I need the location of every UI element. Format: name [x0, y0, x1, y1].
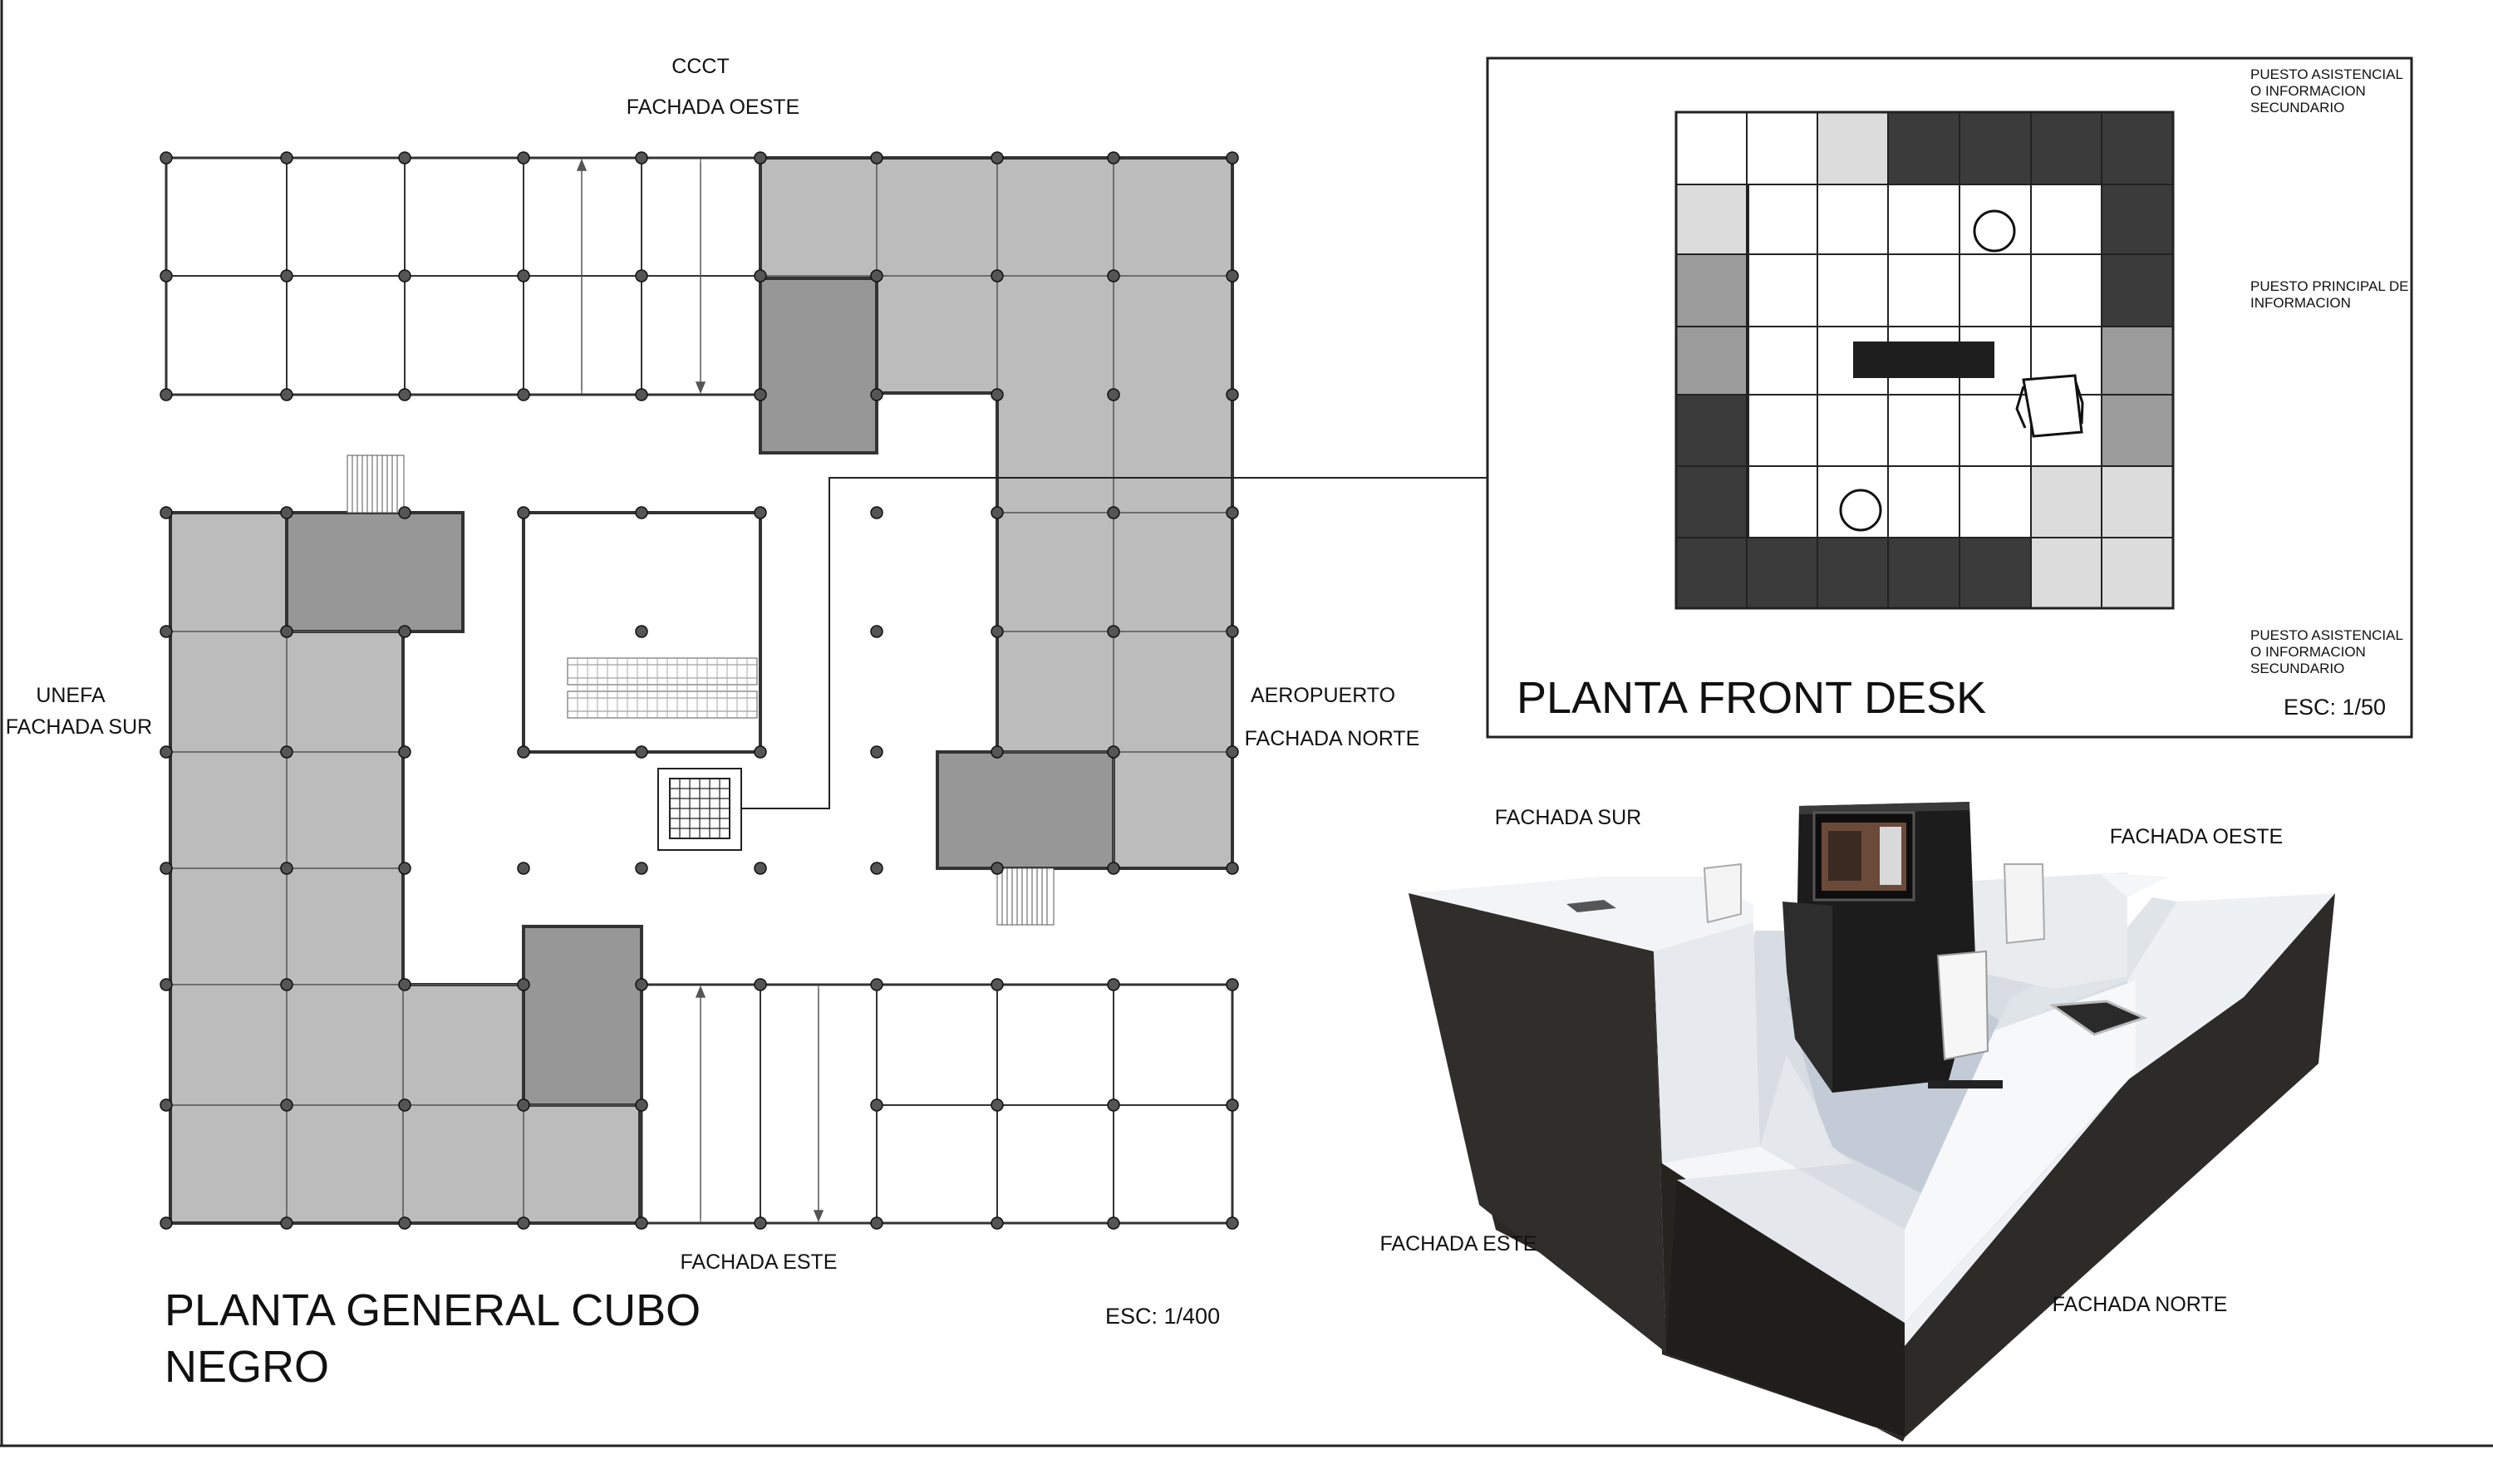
counter-left-light: [1676, 184, 1748, 254]
note-bottom-line3: SECUNDARIO: [2250, 661, 2344, 676]
general-plan-scale: ESC: 1/400: [1105, 1304, 1220, 1329]
counter-left-mid: [1676, 254, 1748, 395]
stairs-north: [347, 455, 405, 514]
render-tv-figure: [1828, 831, 1861, 881]
render-label-oeste: FACHADA OESTE: [2110, 825, 2283, 848]
core-block-3: [936, 750, 1115, 870]
core-block-4: [522, 925, 643, 1107]
stool-bottom: [1839, 489, 1882, 532]
render-label-este: FACHADA ESTE: [1380, 1232, 1537, 1256]
counter-right-dark: [2102, 112, 2173, 327]
render-tower-top: [1799, 802, 1969, 814]
render-basin: [2048, 1000, 2148, 1036]
counter-bottom-dark: [1676, 538, 2031, 608]
ramp-arrows: [576, 159, 824, 1222]
label-ccct: CCCT: [671, 55, 729, 78]
label-unefa: UNEFA: [36, 684, 106, 707]
render-back-top: [2098, 872, 2169, 897]
render-counter-top-left: [1409, 877, 1753, 951]
label-fachada-oeste: FACHADA OESTE: [627, 96, 799, 119]
detail-leader-line: [741, 477, 1487, 809]
note-top-line3: SECUNDARIO: [2250, 100, 2344, 115]
office-chair: [2015, 374, 2084, 438]
front-desk-mini: [657, 768, 742, 851]
note-top: PUESTO ASISTENCIAL O INFORMACION SECUNDA…: [2250, 66, 2403, 115]
render-tv-sidebar: [1880, 827, 1901, 885]
render-front-inner: [1677, 1055, 1905, 1323]
note-top-line2: O INFORMACION: [2250, 83, 2366, 99]
render-counter-top-right: [1905, 893, 2335, 1346]
note-top-line1: PUESTO ASISTENCIAL: [2250, 66, 2403, 82]
counter-right-mid: [2102, 327, 2173, 466]
note-mid: PUESTO PRINCIPAL DE INFORMACION: [2250, 278, 2409, 311]
render-inner-wall-left: [1654, 922, 1760, 1163]
column-dots: [160, 151, 1239, 1230]
front-desk-detail: PUESTO ASISTENCIAL O INFORMACION SECUNDA…: [1486, 57, 2413, 739]
core-block-2: [285, 511, 465, 633]
note-mid-line1: PUESTO PRINCIPAL DE: [2250, 278, 2409, 294]
render-chair-left: [1703, 862, 1742, 924]
label-aeropuerto: AEROPUERTO: [1251, 684, 1395, 707]
render-chair-base: [1928, 1080, 2003, 1088]
note-bottom: PUESTO ASISTENCIAL O INFORMACION SECUNDA…: [2250, 627, 2403, 676]
front-desk-render: FACHADA SUR FACHADA OESTE FACHADA ESTE F…: [1380, 802, 2335, 1442]
note-bottom-line2: O INFORMACION: [2250, 644, 2366, 660]
render-counter-top-right-inner: [1905, 980, 2136, 1323]
render-label-norte: FACHADA NORTE: [2053, 1293, 2228, 1316]
general-plan: CCCT FACHADA OESTE UNEFA FACHADA SUR AER…: [6, 55, 1487, 1392]
core-block-1: [759, 277, 878, 455]
render-keyboard: [1566, 900, 1616, 912]
detail-scale: ESC: 1/50: [2284, 695, 2386, 720]
stool-top: [1973, 209, 2016, 253]
label-fachada-sur: FACHADA SUR: [6, 715, 152, 739]
nw-grid: [165, 156, 762, 396]
inner-edge: [1748, 184, 2102, 538]
stairs-south: [996, 867, 1055, 926]
note-bottom-line1: PUESTO ASISTENCIAL: [2250, 627, 2403, 643]
detail-title: PLANTA FRONT DESK: [1517, 673, 1986, 723]
general-plan-title-line1: PLANTA GENERAL CUBO: [165, 1285, 701, 1335]
se-grid: [640, 983, 1234, 1225]
general-plan-title-line2: NEGRO: [165, 1342, 329, 1392]
render-wall-left-face: [1409, 893, 1666, 1353]
counter-top-light: [1817, 112, 1888, 184]
render-back-counter: [1969, 872, 2127, 989]
label-fachada-norte: FACHADA NORTE: [1245, 727, 1420, 750]
note-mid-line2: INFORMACION: [2250, 295, 2351, 311]
escalators: [567, 657, 758, 719]
render-wall-front-face: [1666, 1180, 1905, 1437]
render-chair-front: [1936, 950, 1989, 1061]
render-label-sur: FACHADA SUR: [1495, 806, 1641, 829]
render-wall-right: [1905, 893, 2335, 1437]
render-tower-side: [1782, 902, 1832, 1093]
desk-bar: [1853, 342, 1994, 378]
label-fachada-este: FACHADA ESTE: [681, 1251, 838, 1274]
render-chair-right: [2003, 863, 2046, 945]
